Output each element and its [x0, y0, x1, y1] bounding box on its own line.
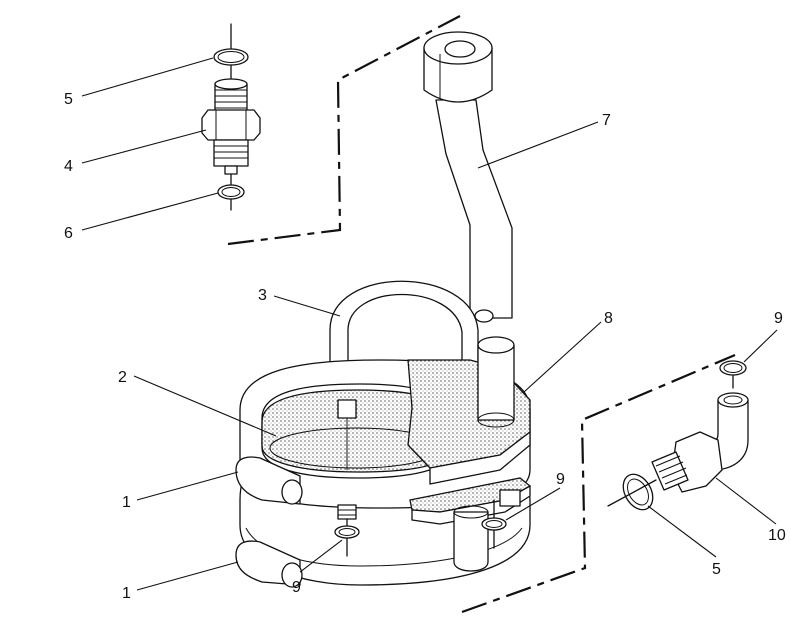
callout-6: 6: [64, 225, 73, 242]
outlet-nut: [499, 489, 521, 507]
o-ring-6-inner: [221, 187, 241, 197]
o-ring-5-right: [622, 473, 654, 511]
o-ring-9-bracket: [481, 499, 507, 549]
cover-plate-8-edge: [429, 431, 531, 485]
leader-10: [715, 477, 777, 525]
tube-7-end-a: [474, 309, 494, 323]
leader-6: [81, 192, 219, 231]
alignment-line-left: [227, 15, 461, 246]
bracket-body: [411, 485, 531, 525]
callout-4: 4: [64, 158, 73, 175]
callout-2: 2: [118, 369, 127, 386]
leader-3: [273, 295, 341, 317]
leader-2: [133, 375, 277, 437]
elbow-fitting-assembly: [607, 360, 749, 511]
upper-fitting-assembly: [201, 23, 261, 211]
leader-9-right: [743, 329, 778, 363]
leader-4: [81, 129, 207, 164]
tube-7-body: [435, 99, 513, 319]
leader-1-upper: [136, 471, 239, 501]
o-ring-5-upper-inner: [217, 51, 245, 63]
callout-10: 10: [768, 527, 786, 544]
fitting-4: [201, 78, 261, 175]
callout-1-upper: 1: [122, 494, 131, 511]
tube-7-nut-bore: [444, 40, 476, 58]
alignment-line-right: [461, 353, 736, 614]
bottom-fitting: [334, 504, 360, 557]
callout-1-lower: 1: [122, 585, 131, 602]
alignment-lines: [227, 15, 736, 614]
cover-plate-8: [407, 336, 531, 485]
handle-3: [329, 280, 479, 373]
leader-5-upper: [81, 57, 214, 97]
callout-9-bracket: 9: [556, 471, 565, 488]
leader-1-lower: [136, 561, 239, 591]
callout-9-bottom: 9: [292, 579, 301, 596]
leader-lines: [81, 57, 778, 591]
callout-8: 8: [604, 310, 613, 327]
tube-7-end-b: [477, 344, 515, 421]
bowl-center-post: [337, 399, 357, 419]
leader-8: [523, 321, 602, 393]
leader-7: [477, 121, 599, 169]
callout-labels: 5 4 6 7 3 8 2 9 9 9 1 1 10 5: [64, 91, 786, 602]
upper-latch-knob: [281, 479, 303, 505]
callout-3: 3: [258, 287, 267, 304]
bottom-bracket: [409, 477, 532, 572]
leader-9-bracket: [505, 487, 561, 521]
handle-3-loop: [329, 280, 479, 373]
callout-5-upper: 5: [64, 91, 73, 108]
leader-9-bottom: [299, 539, 343, 573]
callout-9-right: 9: [774, 310, 783, 327]
leader-5-right: [647, 505, 717, 558]
o-ring-9-bottom: [334, 525, 360, 539]
callout-7: 7: [602, 112, 611, 129]
elbow-10-thread: [651, 451, 689, 491]
tube-7: [423, 31, 513, 323]
callout-5-right: 5: [712, 561, 721, 578]
lower-latch-knob: [281, 562, 303, 588]
outlet-spout: [453, 511, 489, 572]
